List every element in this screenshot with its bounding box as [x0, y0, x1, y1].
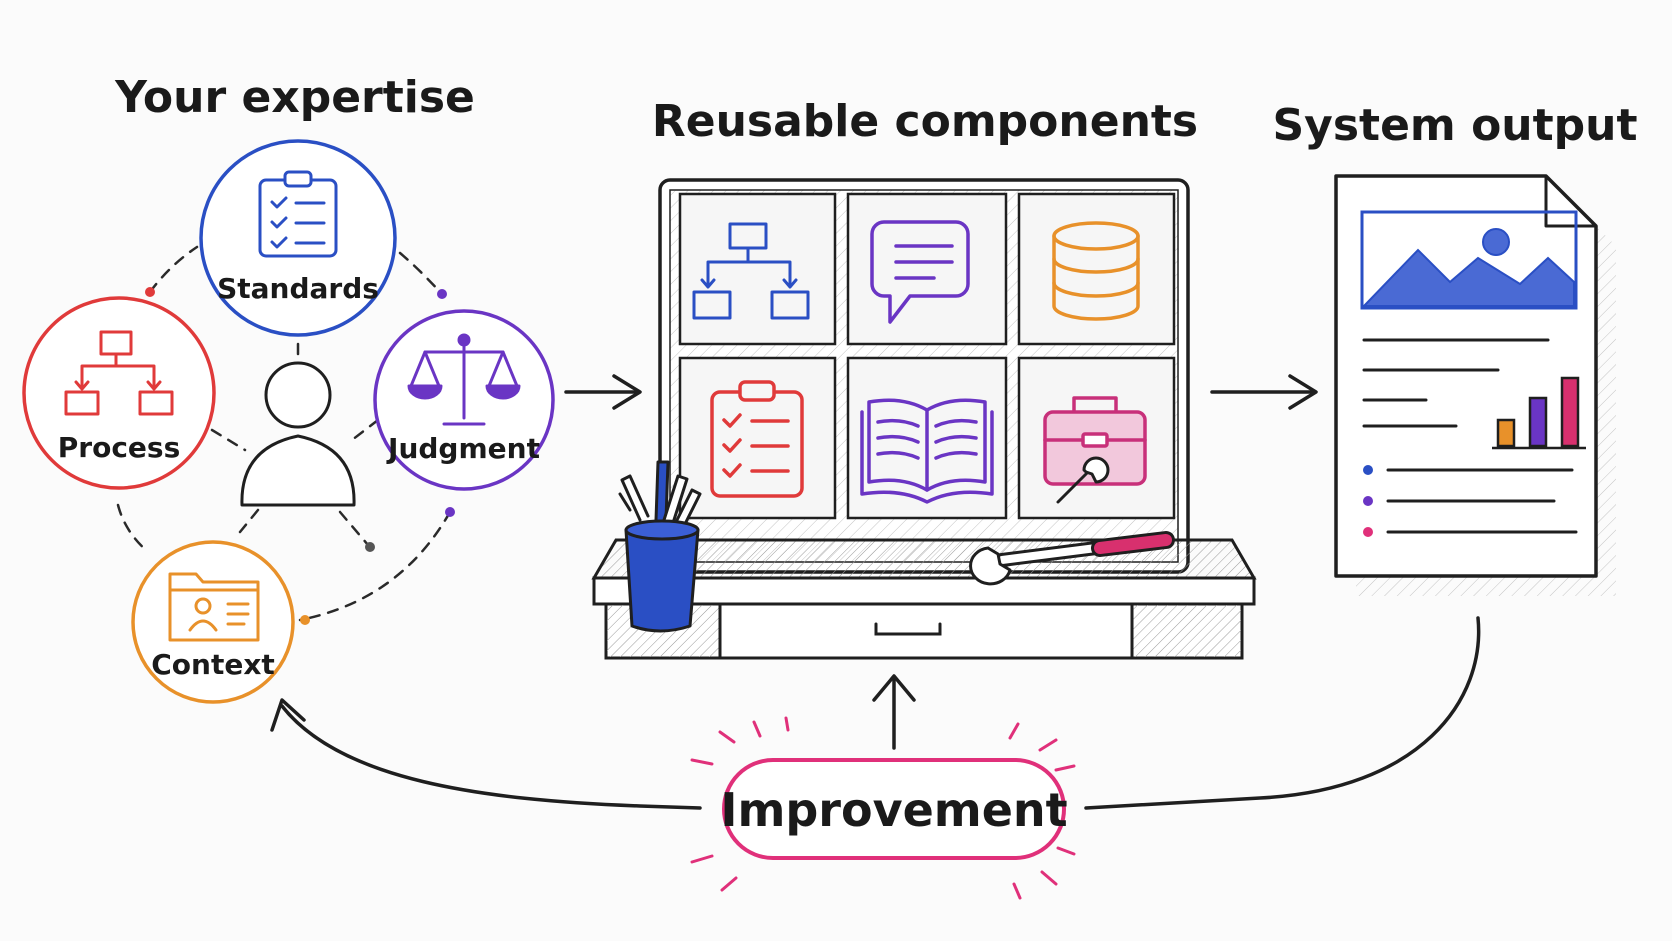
bar-chart-icon — [1492, 376, 1586, 450]
output-document — [1334, 174, 1616, 596]
connector-dot — [300, 615, 310, 625]
components-cabinet — [591, 178, 1257, 660]
loop-improvement-to-expertise — [280, 704, 702, 810]
standards-node: Standards — [199, 139, 397, 337]
connector-dot — [365, 542, 375, 552]
standards-label: Standards — [217, 272, 379, 305]
connector-dot — [445, 507, 455, 517]
judgment-label: Judgment — [386, 432, 540, 465]
judgment-node: Judgment — [373, 309, 555, 491]
sparkle-marks — [690, 716, 1076, 900]
component-cell — [846, 192, 1008, 346]
database-icon — [1052, 221, 1140, 321]
flowchart-icon — [692, 222, 810, 320]
loop-output-to-improvement — [1084, 616, 1481, 810]
scales-icon — [407, 333, 521, 426]
arrow-to-output — [1210, 374, 1318, 410]
image-placeholder-icon — [1360, 210, 1578, 310]
components-title: Reusable components — [652, 96, 1198, 147]
improvement-node: Improvement — [690, 716, 1076, 900]
person-icon — [240, 361, 356, 507]
improvement-label: Improvement — [720, 783, 1067, 837]
wrench-tool-icon — [969, 531, 1175, 586]
desk-drawer — [718, 602, 1134, 660]
feedback-loop — [270, 616, 1481, 810]
output-title: System output — [1272, 100, 1637, 151]
expertise-cluster: Standards Process Judgme — [22, 139, 555, 704]
connector-dot — [145, 287, 155, 297]
loop-arrowhead — [872, 674, 916, 702]
document-text-lines — [1362, 338, 1550, 428]
clipboard-checklist-icon — [710, 380, 804, 498]
context-label: Context — [151, 648, 275, 681]
component-cell — [678, 192, 837, 346]
toolbox-icon — [1043, 396, 1147, 486]
folder-profile-icon — [168, 572, 260, 642]
pen-cup-icon — [618, 460, 702, 633]
arrow-to-components — [564, 374, 642, 410]
open-book-icon — [860, 398, 994, 504]
desk-edge — [592, 576, 1256, 606]
component-cell — [1017, 192, 1176, 346]
loop-arrowhead — [270, 698, 306, 732]
connector-dot — [437, 289, 447, 299]
drawer-handle — [874, 622, 942, 636]
expertise-title: Your expertise — [114, 72, 475, 123]
wrench-icon — [1056, 456, 1110, 504]
dashed-connectors — [116, 245, 452, 622]
process-node: Process — [22, 296, 216, 490]
chat-bubble-icon — [870, 220, 970, 324]
clipboard-checklist-icon — [258, 170, 338, 258]
flowchart-icon — [64, 330, 174, 416]
process-label: Process — [58, 431, 181, 464]
document-bullet-list — [1363, 465, 1578, 537]
context-node: Context — [131, 540, 295, 704]
